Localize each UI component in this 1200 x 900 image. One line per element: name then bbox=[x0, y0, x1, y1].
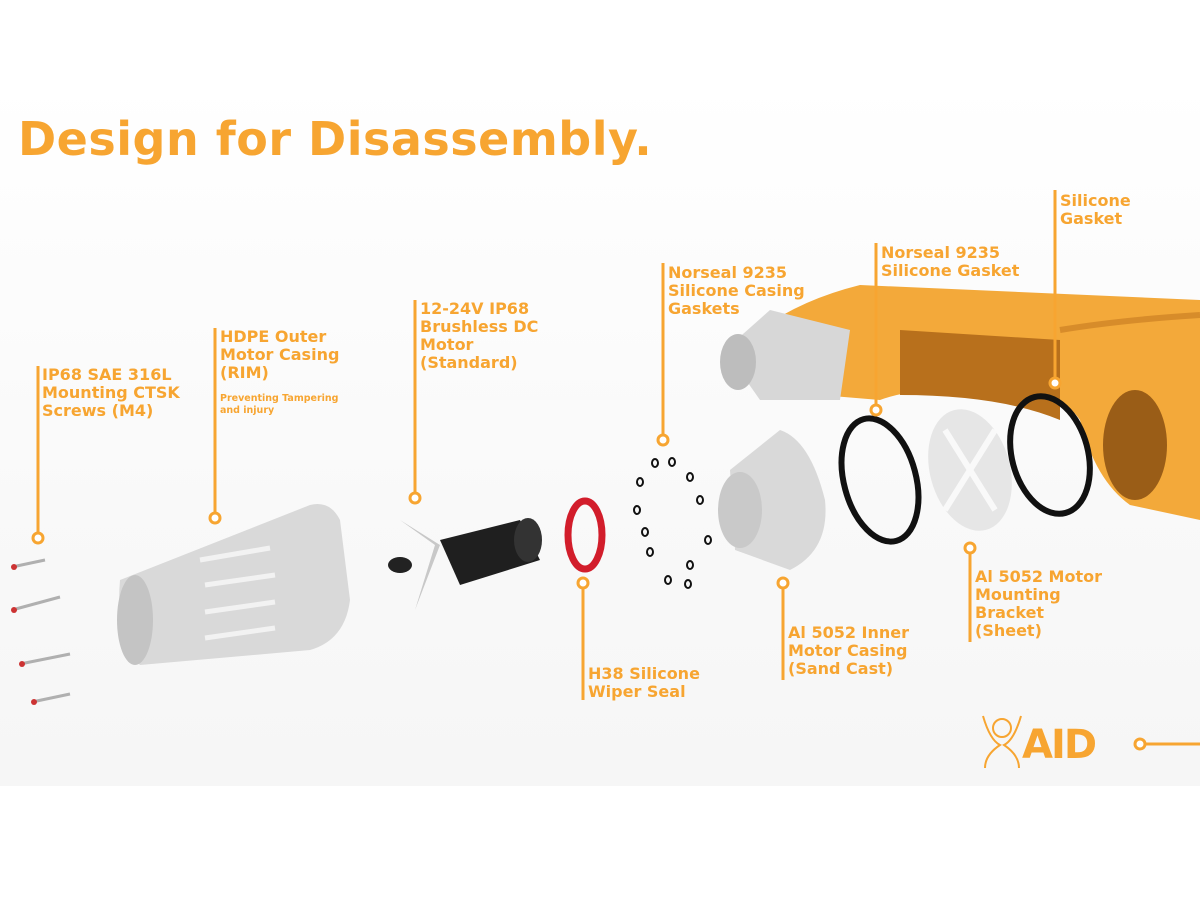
label-motor: 12-24V IP68 Brushless DC Motor (Standard… bbox=[420, 299, 539, 372]
label-outer-casing: HDPE Outer Motor Casing (RIM) bbox=[220, 327, 340, 382]
label-outer-casing-note: Preventing Tampering and injury bbox=[220, 393, 339, 416]
gasket-9235 bbox=[838, 415, 922, 545]
label-bracket: Al 5052 Motor Mounting Bracket (Sheet) bbox=[975, 567, 1102, 640]
outer-casing bbox=[117, 504, 350, 665]
mounting-bracket bbox=[928, 409, 1012, 531]
thruster-hull bbox=[760, 285, 1200, 520]
casing-gaskets bbox=[633, 457, 712, 589]
screws bbox=[11, 558, 71, 705]
logo: AID bbox=[1022, 722, 1097, 768]
label-silicone-gasket: Silicone Gasket bbox=[1060, 191, 1131, 228]
label-inner-casing: Al 5052 Inner Motor Casing (Sand Cast) bbox=[788, 623, 910, 678]
wiper-seal bbox=[564, 497, 606, 573]
inner-casing bbox=[718, 430, 826, 570]
assembled-motor-pod bbox=[720, 310, 850, 400]
label-wiper-seal: H38 Silicone Wiper Seal bbox=[588, 664, 700, 701]
leader-lines bbox=[31, 190, 1200, 751]
silicone-gasket bbox=[1007, 393, 1093, 517]
page-title: Design for Disassembly. bbox=[18, 112, 653, 166]
label-casing-gaskets: Norseal 9235 Silicone Casing Gaskets bbox=[668, 263, 805, 318]
person-figure-icon bbox=[982, 715, 1022, 769]
diagram-background bbox=[0, 80, 1200, 786]
motor bbox=[388, 518, 542, 610]
label-screws: IP68 SAE 316L Mounting CTSK Screws (M4) bbox=[42, 365, 180, 420]
label-gasket-9235: Norseal 9235 Silicone Gasket bbox=[881, 243, 1020, 280]
